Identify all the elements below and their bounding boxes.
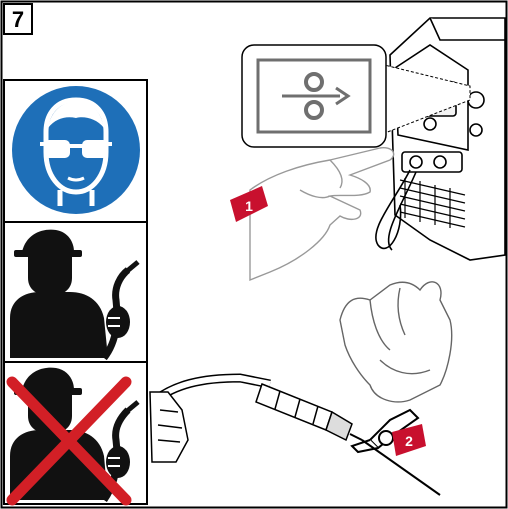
step-number: 7 — [12, 7, 24, 32]
step-marker-1-label: 1 — [245, 198, 253, 214]
step-marker-2-label: 2 — [405, 433, 413, 449]
step-number-box: 7 — [4, 4, 32, 34]
safety-glasses-icon — [12, 86, 140, 214]
